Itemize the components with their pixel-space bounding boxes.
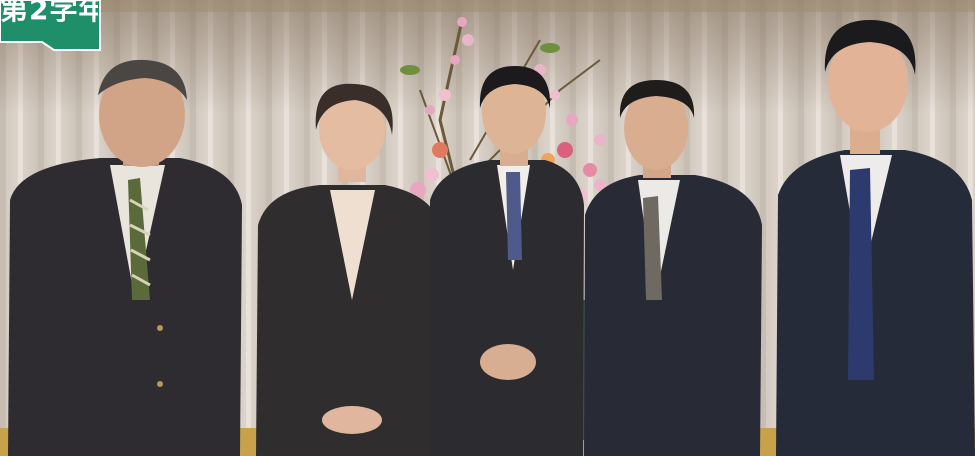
- person-5: [776, 20, 975, 456]
- grade-badge-label: 第2学年: [0, 0, 98, 26]
- grade-badge: 第2学年: [0, 0, 102, 54]
- person-4: [584, 80, 762, 456]
- badge-ribbon-shape: [0, 0, 101, 51]
- curtain-band: [0, 0, 975, 12]
- person-1: [8, 59, 242, 456]
- person-3: [430, 66, 584, 456]
- person-2: [256, 83, 442, 456]
